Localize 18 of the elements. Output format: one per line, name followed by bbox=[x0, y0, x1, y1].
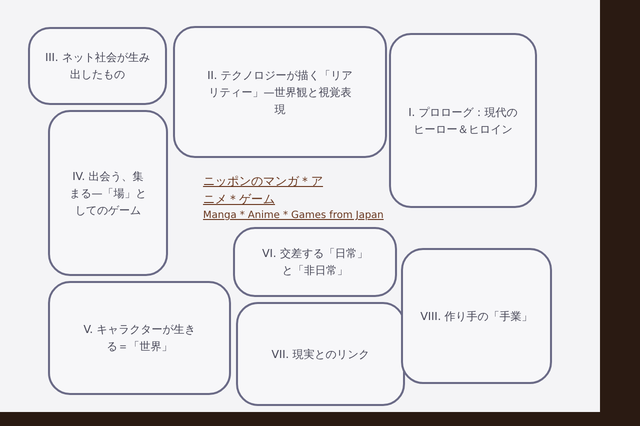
section-box bbox=[401, 248, 552, 384]
section-title: VII. 現実とのリンク bbox=[270, 346, 370, 362]
exhibition-title: ニッポンのマンガ＊アニメ＊ゲーム bbox=[203, 173, 324, 208]
subtitle: Manga * Anime * Games from Japan bbox=[203, 210, 384, 221]
section-box bbox=[48, 281, 231, 395]
section-title: I. プロローグ：現代のヒーロー＆ヒロイン bbox=[408, 104, 518, 138]
section-box bbox=[236, 302, 405, 406]
section-title: V. キャラクターが生きる＝「世界」 bbox=[82, 322, 197, 355]
section-box bbox=[48, 110, 168, 276]
section-title: VIII. 作り手の「手業」 bbox=[419, 308, 534, 324]
section-box bbox=[233, 227, 397, 297]
section-title: IV. 出会う、集まる—「場」としてのゲーム bbox=[68, 168, 148, 218]
section-box bbox=[389, 33, 537, 208]
section-box bbox=[173, 26, 387, 158]
section-title: VI. 交差する「日常」と「非日常」 bbox=[261, 246, 369, 279]
section-box bbox=[28, 27, 167, 105]
section-title: II. テクノロジーが描く「リアリティー」—世界観と視覚表現 bbox=[206, 68, 354, 118]
section-title: III. ネット社会が生み出したもの bbox=[44, 50, 151, 83]
